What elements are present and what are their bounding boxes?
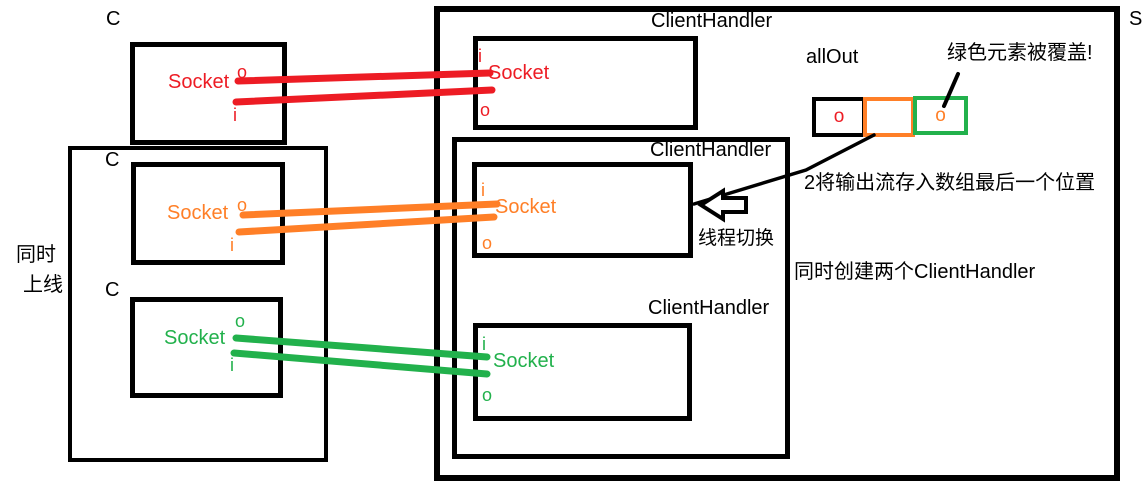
clients-group-box [68, 146, 328, 462]
client-2-socket-label: Socket [167, 202, 229, 224]
clienthandler-3-socket-box [473, 323, 692, 421]
allout-cell-2-value: o [935, 104, 946, 126]
client-1-socket-label: Socket [168, 71, 230, 93]
client-2-port-in: i [230, 235, 234, 255]
clienthandler-3-label: ClientHandler [648, 297, 770, 319]
handler-2-port-out: o [482, 233, 493, 253]
handler-1-port-in: i [478, 46, 482, 66]
overwrite-note: 绿色元素被覆盖! [947, 42, 1093, 64]
handler-1-port-out: o [480, 100, 491, 120]
client-3-port-in: i [230, 355, 234, 375]
allout-label: allOut [806, 46, 859, 68]
allout-cell-1 [863, 97, 915, 137]
client-2-label: C [105, 149, 120, 171]
create-note: 同时创建两个ClientHandler [794, 261, 1036, 283]
handler-2-socket-label: Socket [495, 196, 557, 218]
allout-cell-2: o [913, 96, 968, 135]
handler-3-port-in: i [482, 334, 486, 354]
client-3-port-out: o [235, 311, 246, 331]
client-3-label: C [105, 279, 120, 301]
online-note-line1: 同时 [16, 244, 56, 266]
client-2-port-out: o [237, 195, 248, 215]
allout-cell-0-value: o [833, 106, 845, 127]
server-label: S [1129, 8, 1143, 30]
clienthandler-2-label: ClientHandler [650, 139, 772, 161]
online-note-line2: 上线 [23, 274, 63, 296]
handler-2-port-in: i [481, 180, 485, 200]
client-1-box [130, 42, 287, 145]
handler-1-socket-label: Socket [488, 62, 550, 84]
handler-3-port-out: o [482, 385, 493, 405]
clienthandler-1-label: ClientHandler [651, 10, 773, 32]
thread-switch-note: 线程切换 [698, 228, 775, 249]
handlers-group-box [452, 137, 790, 459]
store-note: 2将输出流存入数组最后一个位置 [804, 172, 1096, 194]
client-1-port-out: o [237, 62, 248, 82]
client-1-label: C [106, 8, 121, 30]
client-3-socket-label: Socket [164, 327, 226, 349]
server-box [434, 6, 1120, 481]
allout-cell-0: o [812, 97, 866, 137]
client-1-port-in: i [233, 105, 237, 125]
handler-3-socket-label: Socket [493, 350, 555, 372]
